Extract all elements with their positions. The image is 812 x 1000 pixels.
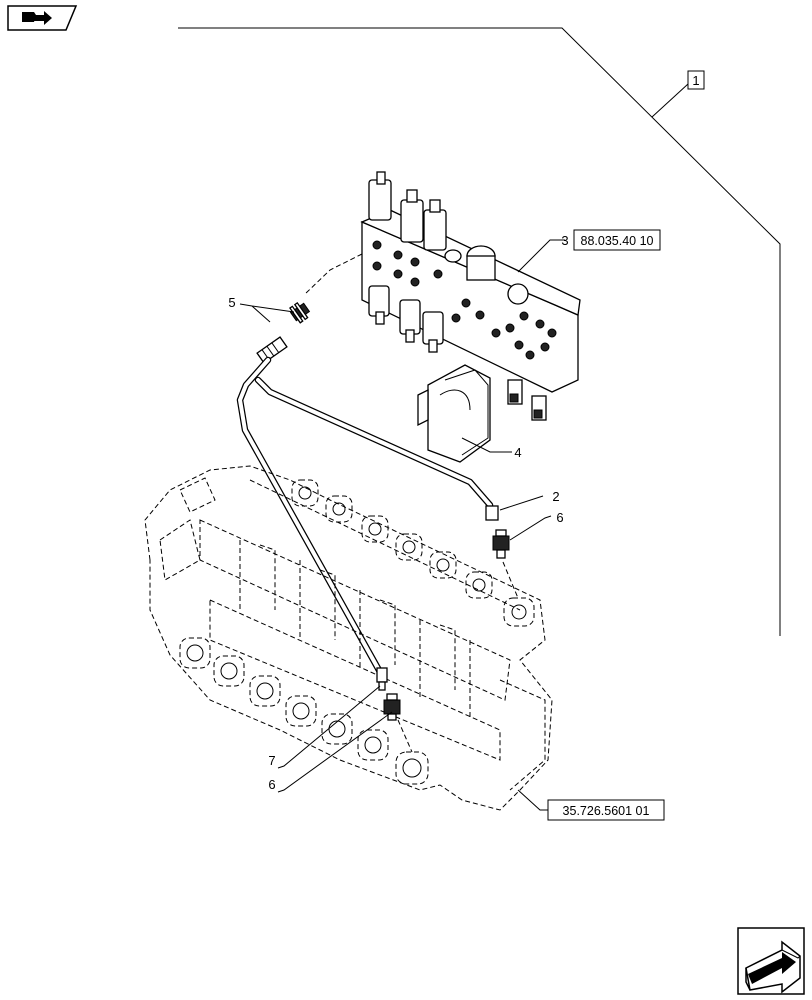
callout-4[interactable]: 4: [514, 445, 521, 460]
callout-1-number: 1: [692, 73, 699, 88]
callout-2-number: 2: [552, 489, 559, 504]
union-fitting-6-upper: [492, 529, 510, 559]
callout-6-lower[interactable]: 6: [268, 777, 275, 792]
assembly-bracket: [178, 27, 781, 636]
block-connectors: [507, 379, 547, 421]
ref-35-box[interactable]: 35.726.5601 01: [547, 799, 665, 821]
pipe-end-fitting-7: [376, 667, 388, 691]
pipe-end-fitting-2: [485, 505, 499, 521]
leader-lines: [239, 239, 565, 811]
ref-35-label: 35.726.5601 01: [563, 804, 650, 818]
callout-2[interactable]: 2: [552, 489, 559, 504]
callout-5-number: 5: [228, 295, 235, 310]
callout-4-number: 4: [514, 445, 521, 460]
callout-3-number: 3: [561, 233, 568, 248]
upper-actuator-row: [291, 479, 535, 627]
callout-7[interactable]: 7: [268, 753, 275, 768]
solenoid-valve-block: [360, 171, 581, 421]
connection-line-5: [303, 253, 363, 296]
valve-ports: [372, 240, 557, 360]
pressure-switch: [444, 245, 529, 305]
callout-6a-number: 6: [556, 510, 563, 525]
connection-line-6-lower: [397, 719, 413, 753]
callout-1[interactable]: 1: [687, 70, 705, 90]
callout-3[interactable]: 3: [561, 233, 568, 248]
callout-6-upper[interactable]: 6: [556, 510, 563, 525]
lower-actuator-row: [179, 637, 429, 785]
callout-6b-number: 6: [268, 777, 275, 792]
union-fitting-6-lower: [383, 693, 401, 721]
callout-7-number: 7: [268, 753, 275, 768]
ref-88-label: 88.035.40 10: [581, 234, 654, 248]
ref-88-box[interactable]: 88.035.40 10: [573, 229, 661, 251]
book-arrow-icon[interactable]: [7, 5, 78, 31]
hydraulic-pipes: [236, 356, 494, 676]
solenoid-coils: [368, 171, 447, 353]
adapter-fittings: [256, 302, 311, 364]
cover-plate: [417, 364, 491, 463]
callout-5[interactable]: 5: [228, 295, 235, 310]
connection-line-6: [502, 561, 519, 599]
next-page-arrow-icon[interactable]: [737, 927, 805, 995]
main-control-valve: [144, 465, 553, 811]
